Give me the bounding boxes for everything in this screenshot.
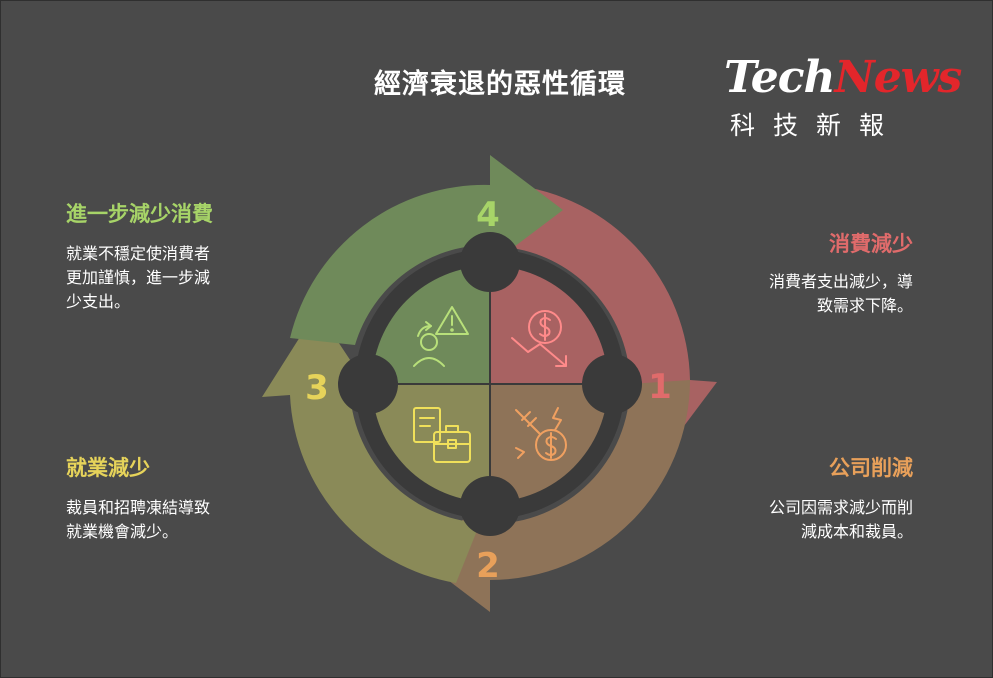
ring-notches: [338, 232, 642, 536]
arrow-segment-2: [415, 380, 690, 612]
step-number-2: 2: [476, 546, 500, 586]
step-number-4: 4: [476, 195, 500, 235]
technews-logo: TechNews 科技新報: [724, 52, 962, 142]
step-3-desc: 裁員和招聘凍結導致 就業機會減少。: [66, 498, 211, 541]
dollar-decline-icon: [511, 310, 567, 367]
cautious-consumer-icon: [413, 306, 469, 367]
step-1-title: 消費減少: [829, 232, 913, 256]
logo-chinese: 科技新報: [730, 111, 903, 140]
ring-arrows: [262, 155, 717, 612]
arrow-segment-4: [290, 155, 563, 345]
step-2-desc: 公司因需求減少而削 減成本和裁員。: [768, 498, 913, 541]
logo-wordmark: TechNews: [724, 52, 962, 103]
step-number-3: 3: [305, 368, 329, 408]
step-number-1: 1: [648, 367, 672, 407]
cost-cut-icon: [515, 407, 567, 461]
arrow-segment-3: [262, 310, 480, 583]
diagram-title: 經濟衰退的惡性循環: [374, 69, 626, 100]
step-4-title: 進一步減少消費: [66, 202, 213, 226]
step-3-title: 就業減少: [66, 456, 150, 480]
job-briefcase-icon: [413, 407, 471, 463]
step-1-desc: 消費者支出減少，導 致需求下降。: [768, 272, 913, 315]
step-4-desc: 就業不穩定使消費者 更加謹慎，進一步減 少支出。: [66, 244, 211, 311]
step-2-title: 公司削減: [829, 456, 913, 480]
quadrant-1: [490, 266, 608, 384]
quadrants: [372, 266, 608, 502]
